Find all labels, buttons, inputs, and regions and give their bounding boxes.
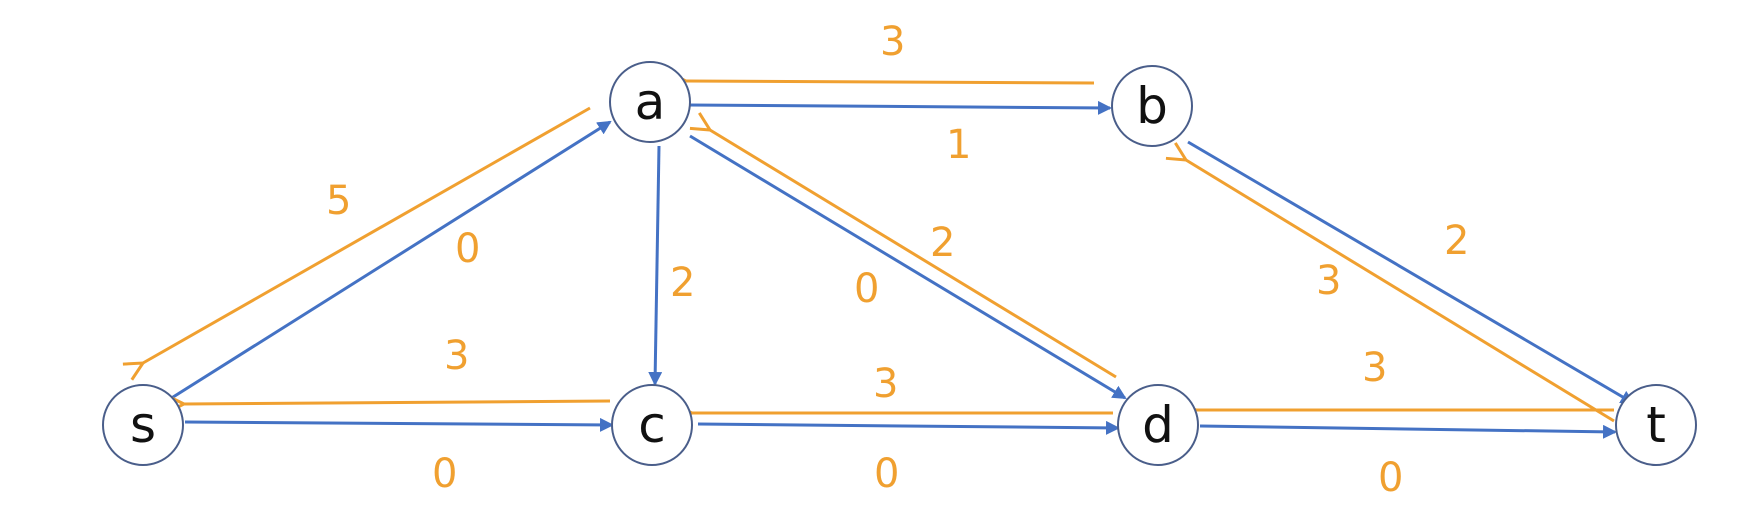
weight-sc-fwd: 0 bbox=[432, 451, 457, 497]
residual-a-s bbox=[143, 106, 591, 363]
edge-a-d bbox=[689, 134, 1127, 400]
node-d: d bbox=[1117, 384, 1199, 466]
edge-c-d bbox=[697, 420, 1120, 435]
weight-cs-back: 3 bbox=[444, 333, 469, 379]
weight-ab-fwd: 1 bbox=[946, 122, 971, 168]
node-b-label: b bbox=[1136, 77, 1168, 135]
node-c-label: c bbox=[638, 396, 666, 454]
weight-ac-fwd: 2 bbox=[670, 260, 695, 306]
edge-b-t bbox=[1187, 140, 1635, 405]
node-d-label: d bbox=[1142, 396, 1174, 454]
weight-tb-back: 3 bbox=[1316, 258, 1341, 304]
weight-ab-back: 3 bbox=[880, 19, 905, 65]
node-a-label: a bbox=[635, 73, 666, 131]
weight-cd-fwd: 0 bbox=[874, 451, 899, 497]
node-b: b bbox=[1111, 65, 1193, 147]
node-s-label: s bbox=[130, 396, 156, 454]
weight-ad-fwd: 0 bbox=[854, 266, 879, 312]
edge-a-b bbox=[687, 100, 1112, 115]
node-a: a bbox=[609, 61, 691, 143]
weight-td-back: 3 bbox=[1362, 345, 1387, 391]
residual-t-b bbox=[1186, 160, 1615, 423]
node-t: t bbox=[1615, 384, 1697, 466]
edge-s-c bbox=[184, 417, 614, 432]
weight-da-back: 2 bbox=[930, 220, 955, 266]
weight-bt-fwd: 2 bbox=[1444, 218, 1469, 264]
node-t-label: t bbox=[1646, 396, 1666, 454]
node-c: c bbox=[611, 384, 693, 466]
residual-d-a bbox=[710, 130, 1117, 379]
edge-d-t bbox=[1199, 424, 1617, 439]
edge-s-a bbox=[161, 120, 612, 406]
weight-sa-back: 5 bbox=[326, 178, 351, 224]
weight-dt-fwd: 0 bbox=[1378, 455, 1403, 501]
edge-a-c bbox=[648, 145, 663, 386]
residual-c-s bbox=[184, 401, 611, 404]
weight-sa-fwd: 0 bbox=[455, 226, 480, 272]
node-s: s bbox=[102, 384, 184, 466]
residual-b-a bbox=[686, 81, 1095, 83]
weight-dc-back: 3 bbox=[873, 361, 898, 407]
